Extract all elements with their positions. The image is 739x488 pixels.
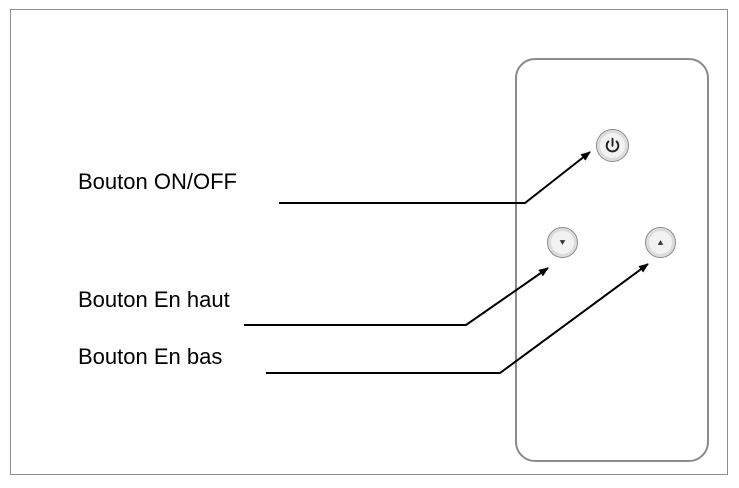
up-button	[645, 227, 676, 258]
triangle-up-icon	[657, 240, 664, 245]
label-power-button: Bouton ON/OFF	[78, 169, 237, 194]
power-icon	[605, 137, 620, 153]
down-button	[547, 227, 578, 258]
triangle-down-icon	[559, 240, 566, 245]
label-up-button: Bouton En haut	[78, 287, 230, 312]
label-down-button: Bouton En bas	[78, 344, 223, 369]
remote-control-body	[515, 58, 709, 462]
power-button	[596, 129, 629, 162]
